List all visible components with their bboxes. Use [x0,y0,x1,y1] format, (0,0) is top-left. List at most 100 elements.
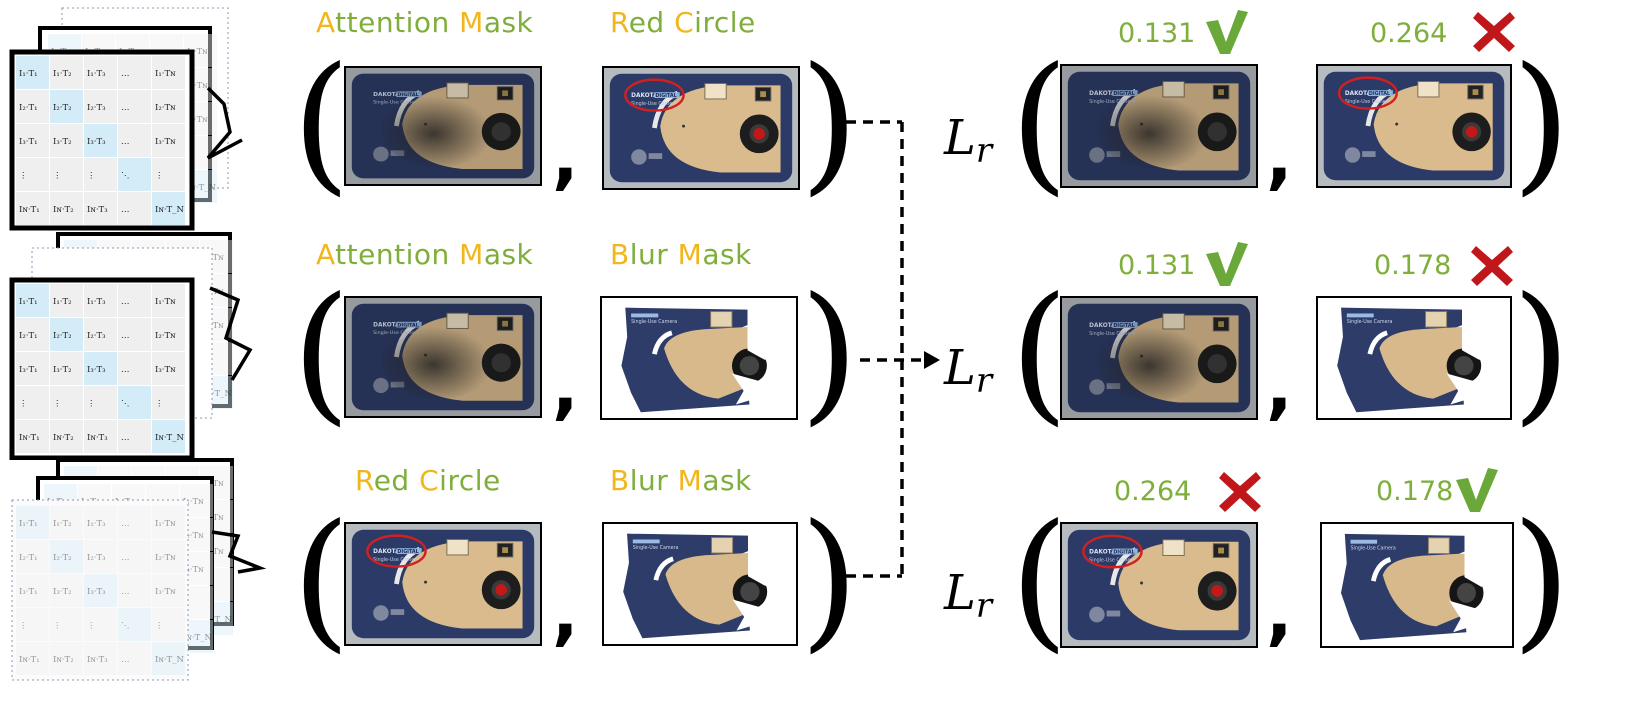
svg-text:…: … [121,331,130,341]
svg-text:DIGITAL: DIGITAL [655,93,676,99]
svg-text:I₂·T₂: I₂·T₂ [53,331,72,341]
svg-text:I₂·Tɴ: I₂·Tɴ [155,553,176,563]
svg-text:I₃·Tɴ: I₃·Tɴ [187,115,208,125]
svg-text:DAKOTA: DAKOTA [373,549,400,555]
svg-text:Single-Use Camera: Single-Use Camera [373,100,419,106]
row2-score-right-mark-cross-icon [1470,244,1514,292]
svg-text:I₂·Tɴ: I₂·Tɴ [203,287,224,297]
row2-comma: , [552,346,579,428]
svg-text:Single-Use Camera: Single-Use Camera [1345,99,1391,105]
row2-open-paren: ( [292,266,351,440]
row2-right-comma: , [1266,346,1293,428]
svg-text:⋮: ⋮ [155,621,164,631]
svg-text:⋮: ⋮ [87,399,96,409]
svg-text:⋮: ⋮ [53,621,62,631]
row3-score-right: 0.178 [1376,476,1454,507]
row3-left-label: Red Circle [355,464,501,497]
svg-text:I₁·Tɴ: I₁·Tɴ [183,497,204,507]
row1-right-close-paren: ) [1512,36,1571,210]
svg-text:Iɴ·T₂: Iɴ·T₂ [53,655,74,665]
svg-text:…: … [121,103,130,113]
svg-text:I₂·Tɴ: I₂·Tɴ [155,103,176,113]
svg-text:DIGITAL: DIGITAL [397,323,418,329]
row2-close-paren: ) [800,266,859,440]
similarity-matrix-stack-3: I₁·T₁I₁·T₂I₁·T₃…I₁·TɴI₂·T₁I₂·T₂I₂·T₃…I₂·… [0,452,270,684]
row1-score-right: 0.264 [1370,18,1448,49]
svg-text:⋮: ⋮ [87,621,96,631]
svg-text:DIGITAL: DIGITAL [397,92,418,98]
svg-text:…: … [121,365,130,375]
svg-text:Iɴ·T₃: Iɴ·T₃ [87,205,108,215]
svg-text:…: … [121,433,130,443]
row3-blur-mask-result-image: Single-Use Camera [1320,522,1514,648]
svg-text:Iɴ·T_N: Iɴ·T_N [203,389,232,399]
svg-text:Iɴ·T₃: Iɴ·T₃ [87,433,108,443]
row2-score-left-mark-check-icon [1204,240,1250,292]
svg-text:Iɴ·T_N: Iɴ·T_N [155,433,184,443]
svg-text:…: … [121,137,130,147]
svg-text:⋮: ⋮ [53,171,62,181]
row3-score-left-mark-cross-icon [1218,470,1262,518]
svg-text:DAKOTA: DAKOTA [373,323,400,329]
svg-text:⋱: ⋱ [121,621,130,631]
svg-text:DAKOTA: DAKOTA [1345,91,1372,97]
svg-text:I₃·Tɴ: I₃·Tɴ [203,321,224,331]
svg-text:Single-Use Camera: Single-Use Camera [631,101,677,107]
svg-text:Single-Use Camera: Single-Use Camera [1089,557,1135,563]
row3-score-right-mark-check-icon [1454,466,1500,518]
svg-text:I₁·T₃: I₁·T₃ [87,297,106,307]
svg-text:I₃·Tɴ: I₃·Tɴ [183,565,204,575]
svg-text:⋮: ⋮ [19,399,28,409]
row1-open-paren: ( [292,36,351,210]
svg-text:I₃·T₁: I₃·T₁ [19,587,38,597]
row1-score-left: 0.131 [1118,18,1196,49]
row3-loss-symbol: Lr [944,565,993,626]
row3-right-label: Blur Mask [610,464,752,497]
svg-text:I₃·Tɴ: I₃·Tɴ [155,587,176,597]
svg-text:I₃·T₁: I₃·T₁ [19,137,38,147]
svg-text:Single-Use Camera: Single-Use Camera [1089,331,1135,337]
svg-text:I₁·T₃: I₁·T₃ [87,519,106,529]
svg-text:Single-Use Camera: Single-Use Camera [631,319,677,325]
svg-text:DIGITAL: DIGITAL [1113,549,1134,555]
svg-text:I₁·T₁: I₁·T₁ [19,69,38,79]
svg-text:⋱: ⋱ [121,171,130,181]
svg-text:Iɴ·T₂: Iɴ·T₂ [53,205,74,215]
svg-text:I₃·T₂: I₃·T₂ [53,137,72,147]
svg-text:I₁·T₁: I₁·T₁ [19,519,38,529]
row1-score-right-mark-cross-icon [1472,10,1516,58]
svg-text:I₃·Tɴ: I₃·Tɴ [155,137,176,147]
svg-text:Iɴ·T₃: Iɴ·T₃ [87,655,108,665]
row1-loss-symbol: Lr [944,110,993,171]
row1-right-label: Red Circle [610,6,756,39]
row2-right-label: Blur Mask [610,238,752,271]
svg-text:I₂·Tɴ: I₂·Tɴ [183,531,204,541]
svg-text:DIGITAL: DIGITAL [1113,91,1134,97]
svg-text:Iɴ·T_N: Iɴ·T_N [155,205,184,215]
svg-text:I₂·T₁: I₂·T₁ [19,331,38,341]
svg-text:⋮: ⋮ [19,621,28,631]
dashed-connector [846,120,940,578]
svg-text:Iɴ·T_N: Iɴ·T_N [183,633,212,643]
svg-text:…: … [121,587,130,597]
svg-text:I₂·T₁: I₂·T₁ [19,553,38,563]
row1-comma: , [552,116,579,198]
svg-text:Iɴ·T_N: Iɴ·T_N [155,655,184,665]
svg-text:⋮: ⋮ [19,171,28,181]
svg-text:…: … [121,655,130,665]
svg-text:Single-Use Camera: Single-Use Camera [1347,319,1393,325]
svg-text:⋱: ⋱ [121,399,130,409]
row2-left-label: Attention Mask [316,238,534,271]
row2-blur-mask-image: Single-Use Camera [600,296,798,420]
svg-text:I₁·Tɴ: I₁·Tɴ [187,47,208,57]
svg-text:I₁·Tɴ: I₁·Tɴ [155,297,176,307]
svg-text:Iɴ·T₁: Iɴ·T₁ [19,433,40,443]
